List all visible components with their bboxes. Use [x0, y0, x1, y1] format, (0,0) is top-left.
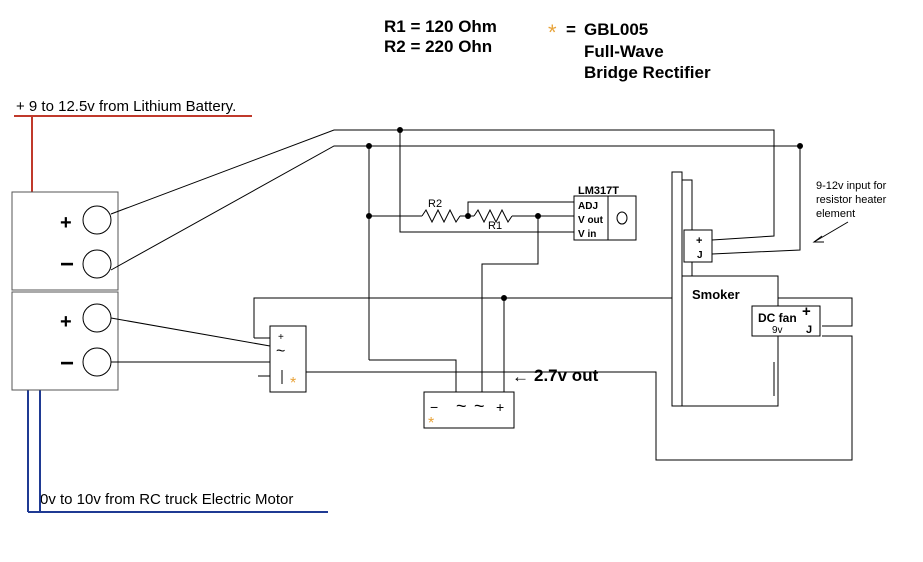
motor-bridge-rectifier	[269, 325, 307, 393]
heater-input-line2: resistor heater	[816, 194, 887, 206]
lm317t-mount-hole	[616, 211, 628, 225]
resistor-r1	[473, 208, 513, 224]
lm317t-adj-pin: ADJ	[578, 201, 598, 212]
legend-star-icon: *	[548, 20, 557, 45]
r1-label: R1	[488, 220, 502, 232]
battery-positive-rail	[110, 129, 775, 241]
legend-equals: =	[566, 20, 576, 39]
smoker-side-plate	[671, 171, 683, 407]
dc-fan-plus: +	[802, 303, 811, 320]
output-rectifier-minus: −	[430, 399, 438, 415]
dc-fan	[751, 305, 821, 337]
heater-connector-plus: +	[696, 235, 702, 247]
motor-rectifier-star-icon: *	[290, 375, 296, 392]
motor-rectifier-ac: ~	[276, 343, 285, 360]
dc-fan-label: DC fan	[758, 311, 797, 325]
smoker-label: Smoker	[692, 287, 740, 302]
junction-dot-heater	[797, 143, 803, 149]
out-voltage-label: 2.7v out	[534, 366, 599, 385]
legend-bridge-rectifier: Bridge Rectifier	[584, 63, 711, 82]
smoker-body	[681, 275, 779, 407]
adj-wire	[467, 201, 574, 216]
dc-fan-voltage: 9v	[772, 325, 783, 336]
motor-plus-sign: +	[60, 311, 72, 333]
battery-negative-terminal	[82, 249, 112, 279]
junction-dot-out	[501, 295, 507, 301]
vin-wire	[399, 130, 574, 233]
heater-connector	[683, 229, 713, 263]
legend-gbl: GBL005	[584, 20, 648, 39]
output-rectifier-ac2: ~	[474, 396, 485, 416]
lm317t-vout-pin: V out	[578, 215, 604, 226]
motor-label: 0v to 10v from RC truck Electric Motor	[40, 491, 293, 508]
battery-minus-sign: −	[60, 251, 74, 278]
battery-label: + 9 to 12.5v from Lithium Battery.	[16, 98, 236, 115]
motor-rectifier-plus: +	[278, 332, 284, 343]
heater-connector-minus: J	[697, 250, 703, 261]
rectifier-minus-wire	[369, 359, 457, 392]
resistor-r2	[421, 208, 461, 224]
output-rectifier-plus: +	[496, 399, 504, 415]
fan-positive-wire	[253, 297, 853, 338]
heater-input-line1: 9-12v input for	[816, 180, 887, 192]
motor-minus-sign: −	[60, 350, 74, 377]
output-rectifier-star-icon: *	[428, 415, 434, 432]
motor-plus-to-rectifier	[110, 317, 271, 347]
heater-input-arrowhead	[812, 235, 824, 243]
heater-input-arrow	[813, 221, 849, 243]
fan-negative-wire	[306, 335, 853, 461]
heater-input-line3: element	[816, 208, 855, 220]
legend-r1: R1 = 120 Ohm	[384, 17, 497, 36]
battery-plus-sign: +	[60, 212, 72, 234]
vout-to-out-wire	[481, 216, 539, 392]
r2-label: R2	[428, 198, 442, 210]
battery-positive-terminal	[82, 205, 112, 235]
lm317t-label: LM317T	[578, 185, 619, 197]
out-arrow: ←	[512, 367, 529, 386]
dc-fan-minus: J	[806, 324, 812, 336]
legend-full-wave: Full-Wave	[584, 42, 664, 61]
legend-r2: R2 = 220 Ohn	[384, 37, 492, 56]
output-bridge-rectifier	[423, 391, 515, 429]
lm317t-vin-pin: V in	[578, 229, 596, 240]
motor-negative-terminal	[82, 347, 112, 377]
output-rectifier-ac1: ~	[456, 396, 467, 416]
motor-positive-terminal	[82, 303, 112, 333]
